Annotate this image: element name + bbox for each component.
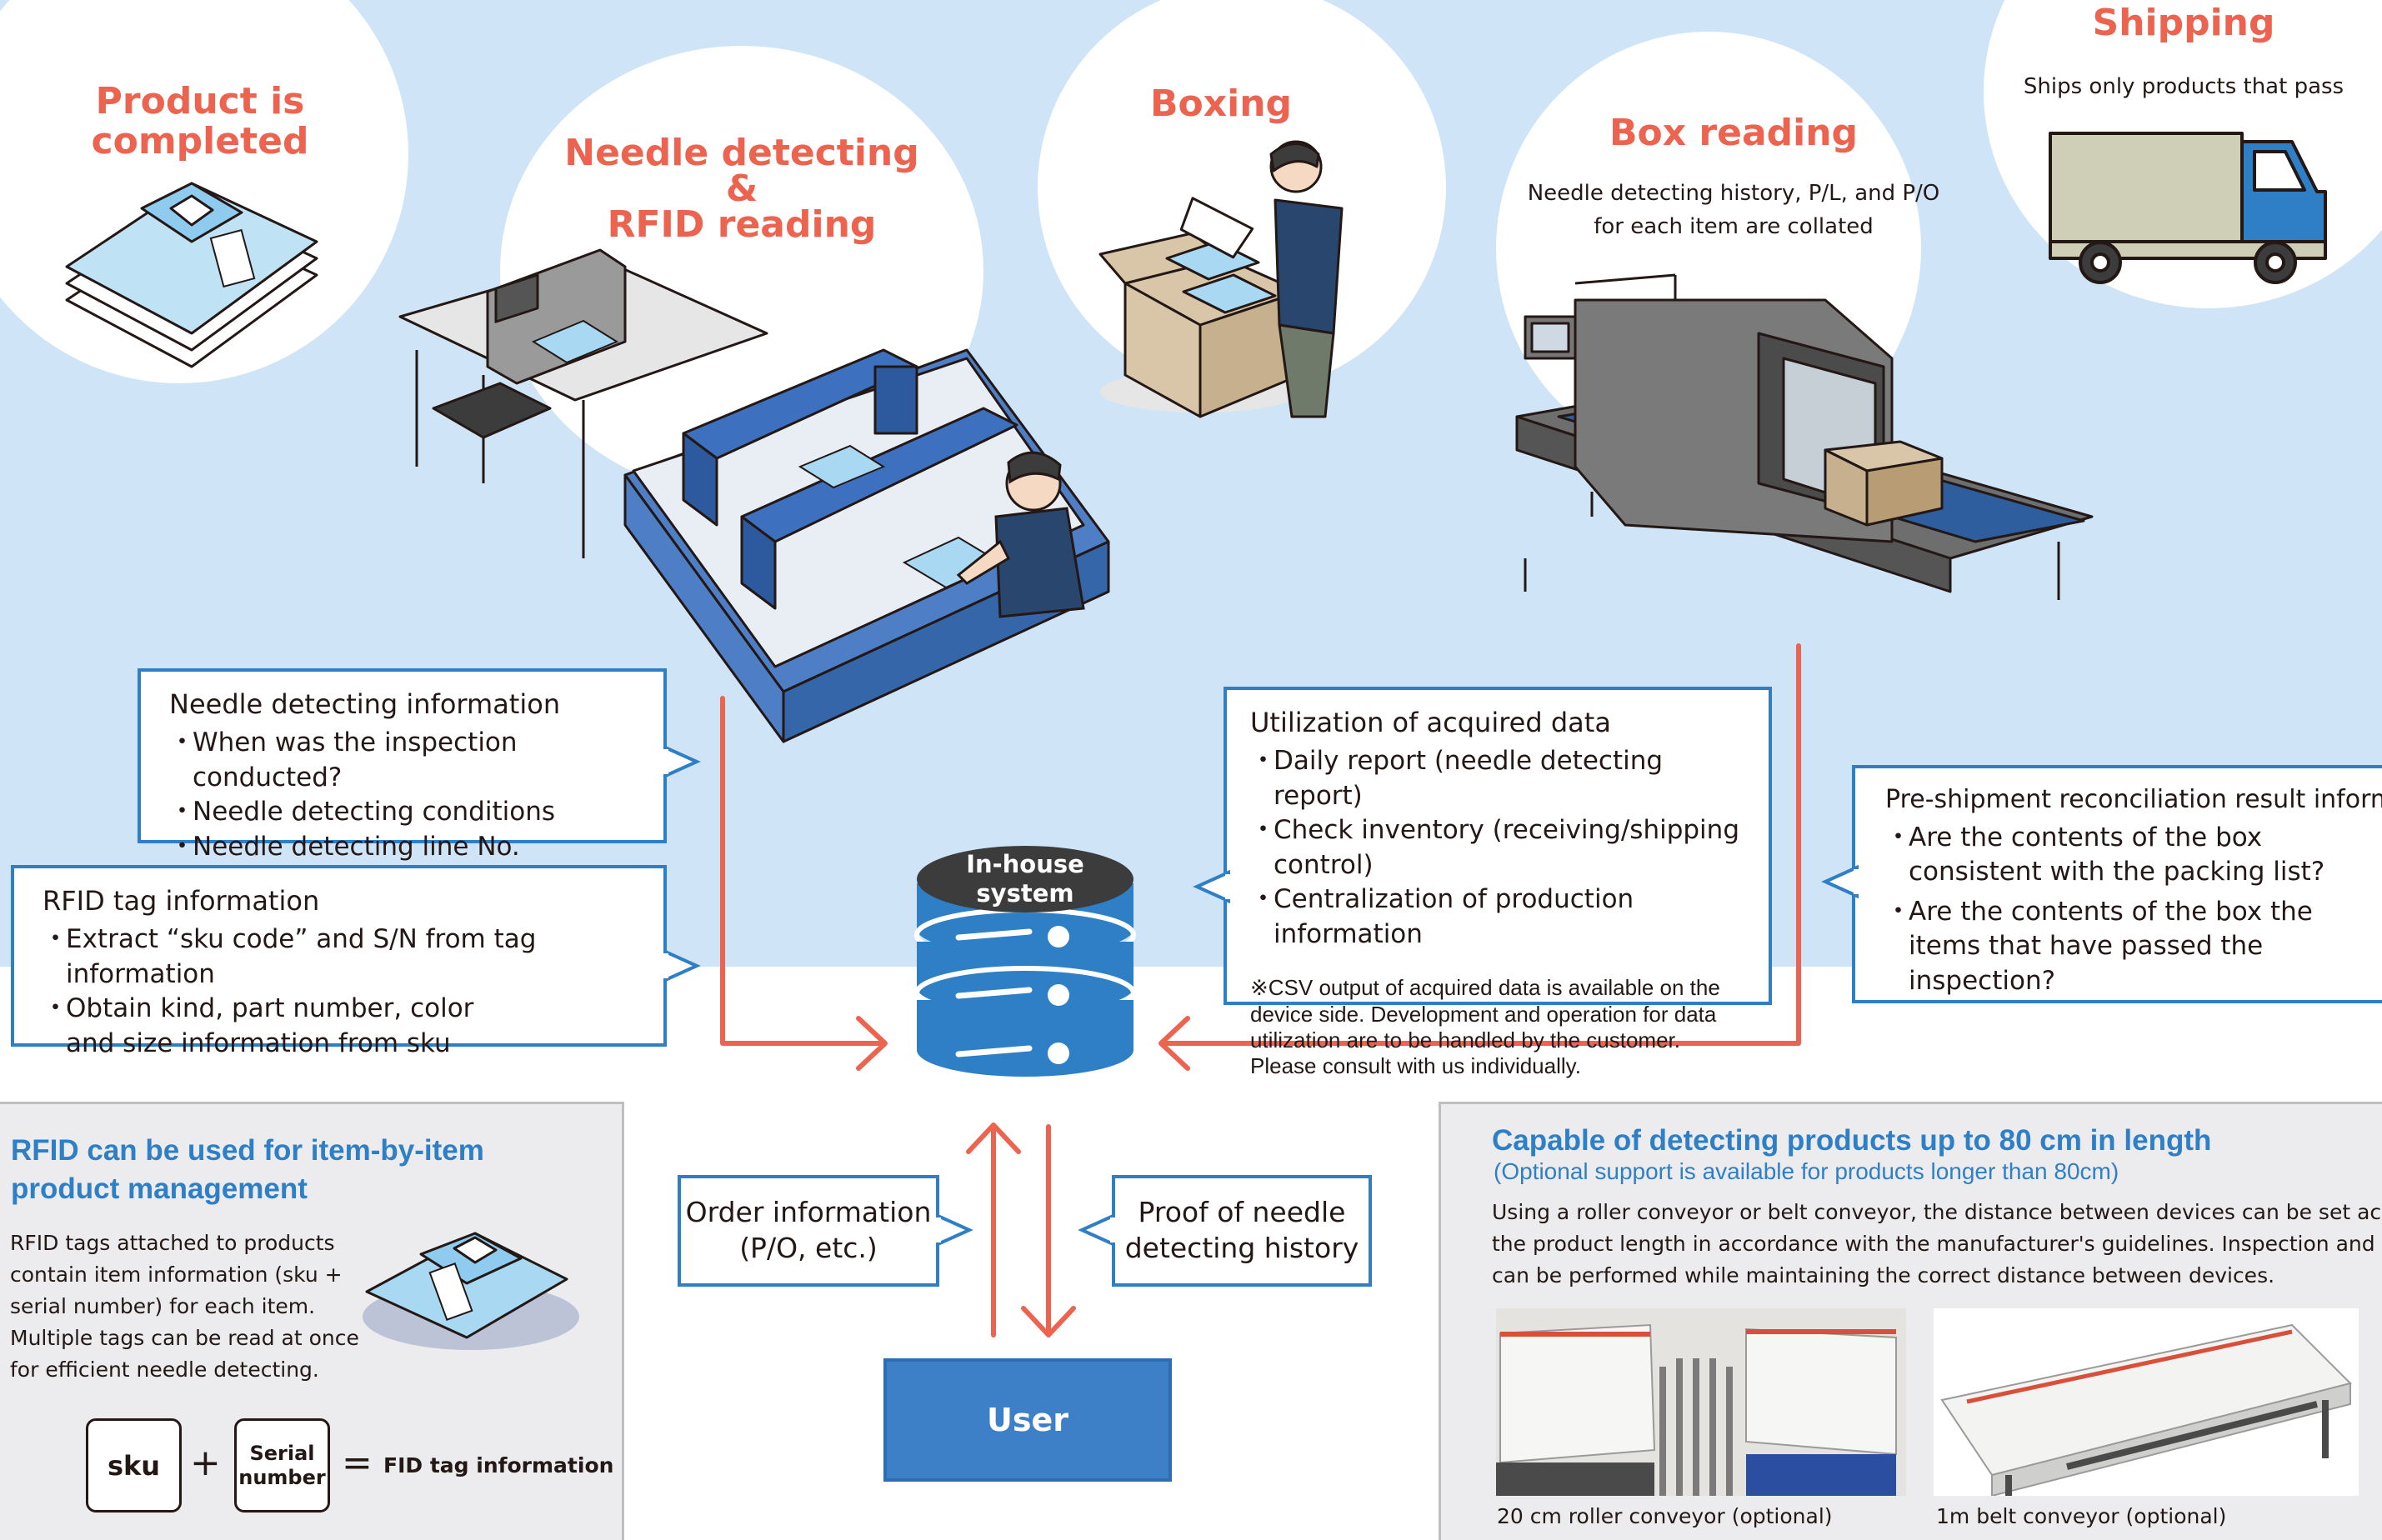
proof-info-pointer	[1078, 1212, 1115, 1248]
rfid-panel-body-line: for efficient needle detecting.	[10, 1358, 319, 1382]
boxing-illustration	[1098, 140, 1344, 418]
needle-info-item: When was the inspection conducted?	[169, 726, 635, 795]
formula-result: FID tag information	[383, 1453, 614, 1478]
rfid-info-item: Extract “sku code” and S/N from tag info…	[43, 922, 635, 992]
stage-title-boxing: Boxing	[1149, 82, 1293, 125]
preshipment-box: Pre-shipment reconciliation result infor…	[1852, 765, 2382, 1003]
utilization-item: Daily report (needle detecting report)	[1250, 744, 1752, 813]
needle-info-title: Needle detecting information	[169, 688, 561, 720]
utilization-item: Check inventory (receiving/shipping cont…	[1250, 813, 1752, 882]
rfid-panel-body-line: serial number) for each item.	[10, 1294, 316, 1318]
utilization-item: Centralization of production information	[1250, 882, 1752, 952]
arrow-boxreading-to-db	[1160, 643, 1801, 1046]
rfid-panel-body-line: Multiple tags can be read at once	[10, 1326, 359, 1350]
needle-info-pointer	[663, 744, 701, 779]
database-label: In-house system	[938, 850, 1113, 908]
length-panel-body-line: can be performed while maintaining the c…	[1492, 1263, 2275, 1288]
rfid-info-item: Obtain kind, part number, color and size…	[43, 992, 509, 1061]
stage-title-needle-line3: RFID reading	[607, 202, 877, 246]
box-reading-machine-illustration	[1515, 273, 2094, 600]
stage-title-needle-rfid: Needle detecting & RFID reading	[533, 132, 950, 246]
database-label-line2: system	[976, 878, 1074, 908]
stage-title-box-reading: Box reading	[1609, 112, 1859, 154]
belt-conveyor-caption: 1m belt conveyor (optional)	[1936, 1504, 2227, 1528]
shirt-tag	[209, 228, 256, 288]
stage-title-needle-line2: &	[725, 168, 758, 211]
rfid-panel-title-line1: RFID can be used for item-by-item	[11, 1134, 484, 1167]
utilization-list: Daily report (needle detecting report) C…	[1250, 744, 1752, 952]
stage-title-shipping: Shipping	[2092, 2, 2275, 44]
formula-plus: +	[190, 1442, 221, 1484]
tagged-shirt-illustration	[363, 1232, 579, 1350]
formula-serial-line2: number	[238, 1465, 326, 1489]
truck-illustration	[2049, 132, 2327, 284]
proof-info-box: Proof of needle detecting history	[1112, 1175, 1372, 1287]
rfid-info-title: RFID tag information	[43, 885, 320, 917]
box-reading-subtitle-line1: Needle detecting history, P/L, and P/O	[1527, 181, 1940, 206]
utilization-pointer	[1193, 869, 1230, 904]
belt-conveyor-photo	[1934, 1308, 2359, 1496]
user-box: User	[883, 1358, 1172, 1482]
preshipment-item: Are the contents of the box consistent w…	[1885, 821, 2377, 890]
formula-sku-box: sku	[86, 1418, 182, 1512]
database-icon	[914, 846, 1136, 1077]
folded-shirts-illustration	[65, 182, 318, 368]
order-info-box: Order information (P/O, etc.)	[678, 1175, 939, 1287]
rfid-info-box: RFID tag information Extract “sku code” …	[11, 865, 667, 1058]
rfid-info-list: Extract “sku code” and S/N from tag info…	[43, 922, 635, 1061]
length-panel-body: Using a roller conveyor or belt conveyor…	[1492, 1197, 2382, 1292]
rfid-panel-body-line: RFID tags attached to products	[10, 1231, 335, 1255]
utilization-box: Utilization of acquired data Daily repor…	[1224, 687, 1772, 1078]
stage-title-needle-line1: Needle detecting	[564, 132, 919, 174]
stage-title-product-completed: Product is completed	[91, 80, 309, 163]
rfid-panel-title-line2: product management	[11, 1172, 308, 1205]
order-info-pointer	[936, 1212, 973, 1248]
roller-conveyor-caption: 20 cm roller conveyor (optional)	[1497, 1504, 1833, 1528]
preshipment-item: Are the contents of the box the items th…	[1885, 895, 2377, 999]
stage-subtitle-box-reading: Needle detecting history, P/L, and P/O f…	[1509, 177, 1959, 244]
user-label: User	[987, 1402, 1068, 1438]
needle-info-box: Needle detecting information When was th…	[138, 668, 667, 862]
box-reading-subtitle-line2: for each item are collated	[1594, 214, 1874, 240]
needle-info-item: Needle detecting line No.	[169, 830, 635, 865]
needle-info-item: Needle detecting conditions	[169, 795, 635, 830]
rfid-info-pointer	[663, 948, 701, 983]
utilization-title: Utilization of acquired data	[1250, 707, 1611, 738]
rfid-panel-title: RFID can be used for item-by-item produc…	[11, 1132, 611, 1208]
preshipment-title: Pre-shipment reconciliation result infor…	[1885, 785, 2382, 814]
database-label-line1: In-house	[966, 850, 1084, 878]
utilization-note: ※CSV output of acquired data is availabl…	[1250, 975, 1720, 1078]
formula-serial-line1: Serial	[249, 1441, 315, 1465]
roller-conveyor-photo	[1496, 1308, 1906, 1496]
needle-detector-machine-illustration	[398, 248, 1110, 743]
tag-on-shirt	[428, 1262, 473, 1321]
rfid-panel-body: RFID tags attached to products contain i…	[10, 1228, 377, 1386]
preshipment-pointer	[1821, 864, 1859, 899]
arrow-needle-to-db	[720, 696, 886, 1046]
preshipment-list: Are the contents of the box consistent w…	[1885, 821, 2377, 999]
length-panel-subtitle: (Optional support is available for produ…	[1494, 1158, 2119, 1184]
length-panel-body-line: Using a roller conveyor or belt conveyor…	[1492, 1200, 2382, 1224]
rfid-panel-body-line: contain item information (sku +	[10, 1262, 343, 1287]
length-panel-body-line: the product length in accordance with th…	[1492, 1232, 2382, 1256]
needle-info-list: When was the inspection conducted? Needl…	[169, 726, 635, 864]
formula-serial-box: Serial number	[234, 1418, 330, 1512]
formula-equals: =	[342, 1442, 373, 1484]
stage-subtitle-shipping: Ships only products that pass	[2023, 74, 2344, 99]
length-panel-title: Capable of detecting products up to 80 c…	[1492, 1124, 2212, 1157]
